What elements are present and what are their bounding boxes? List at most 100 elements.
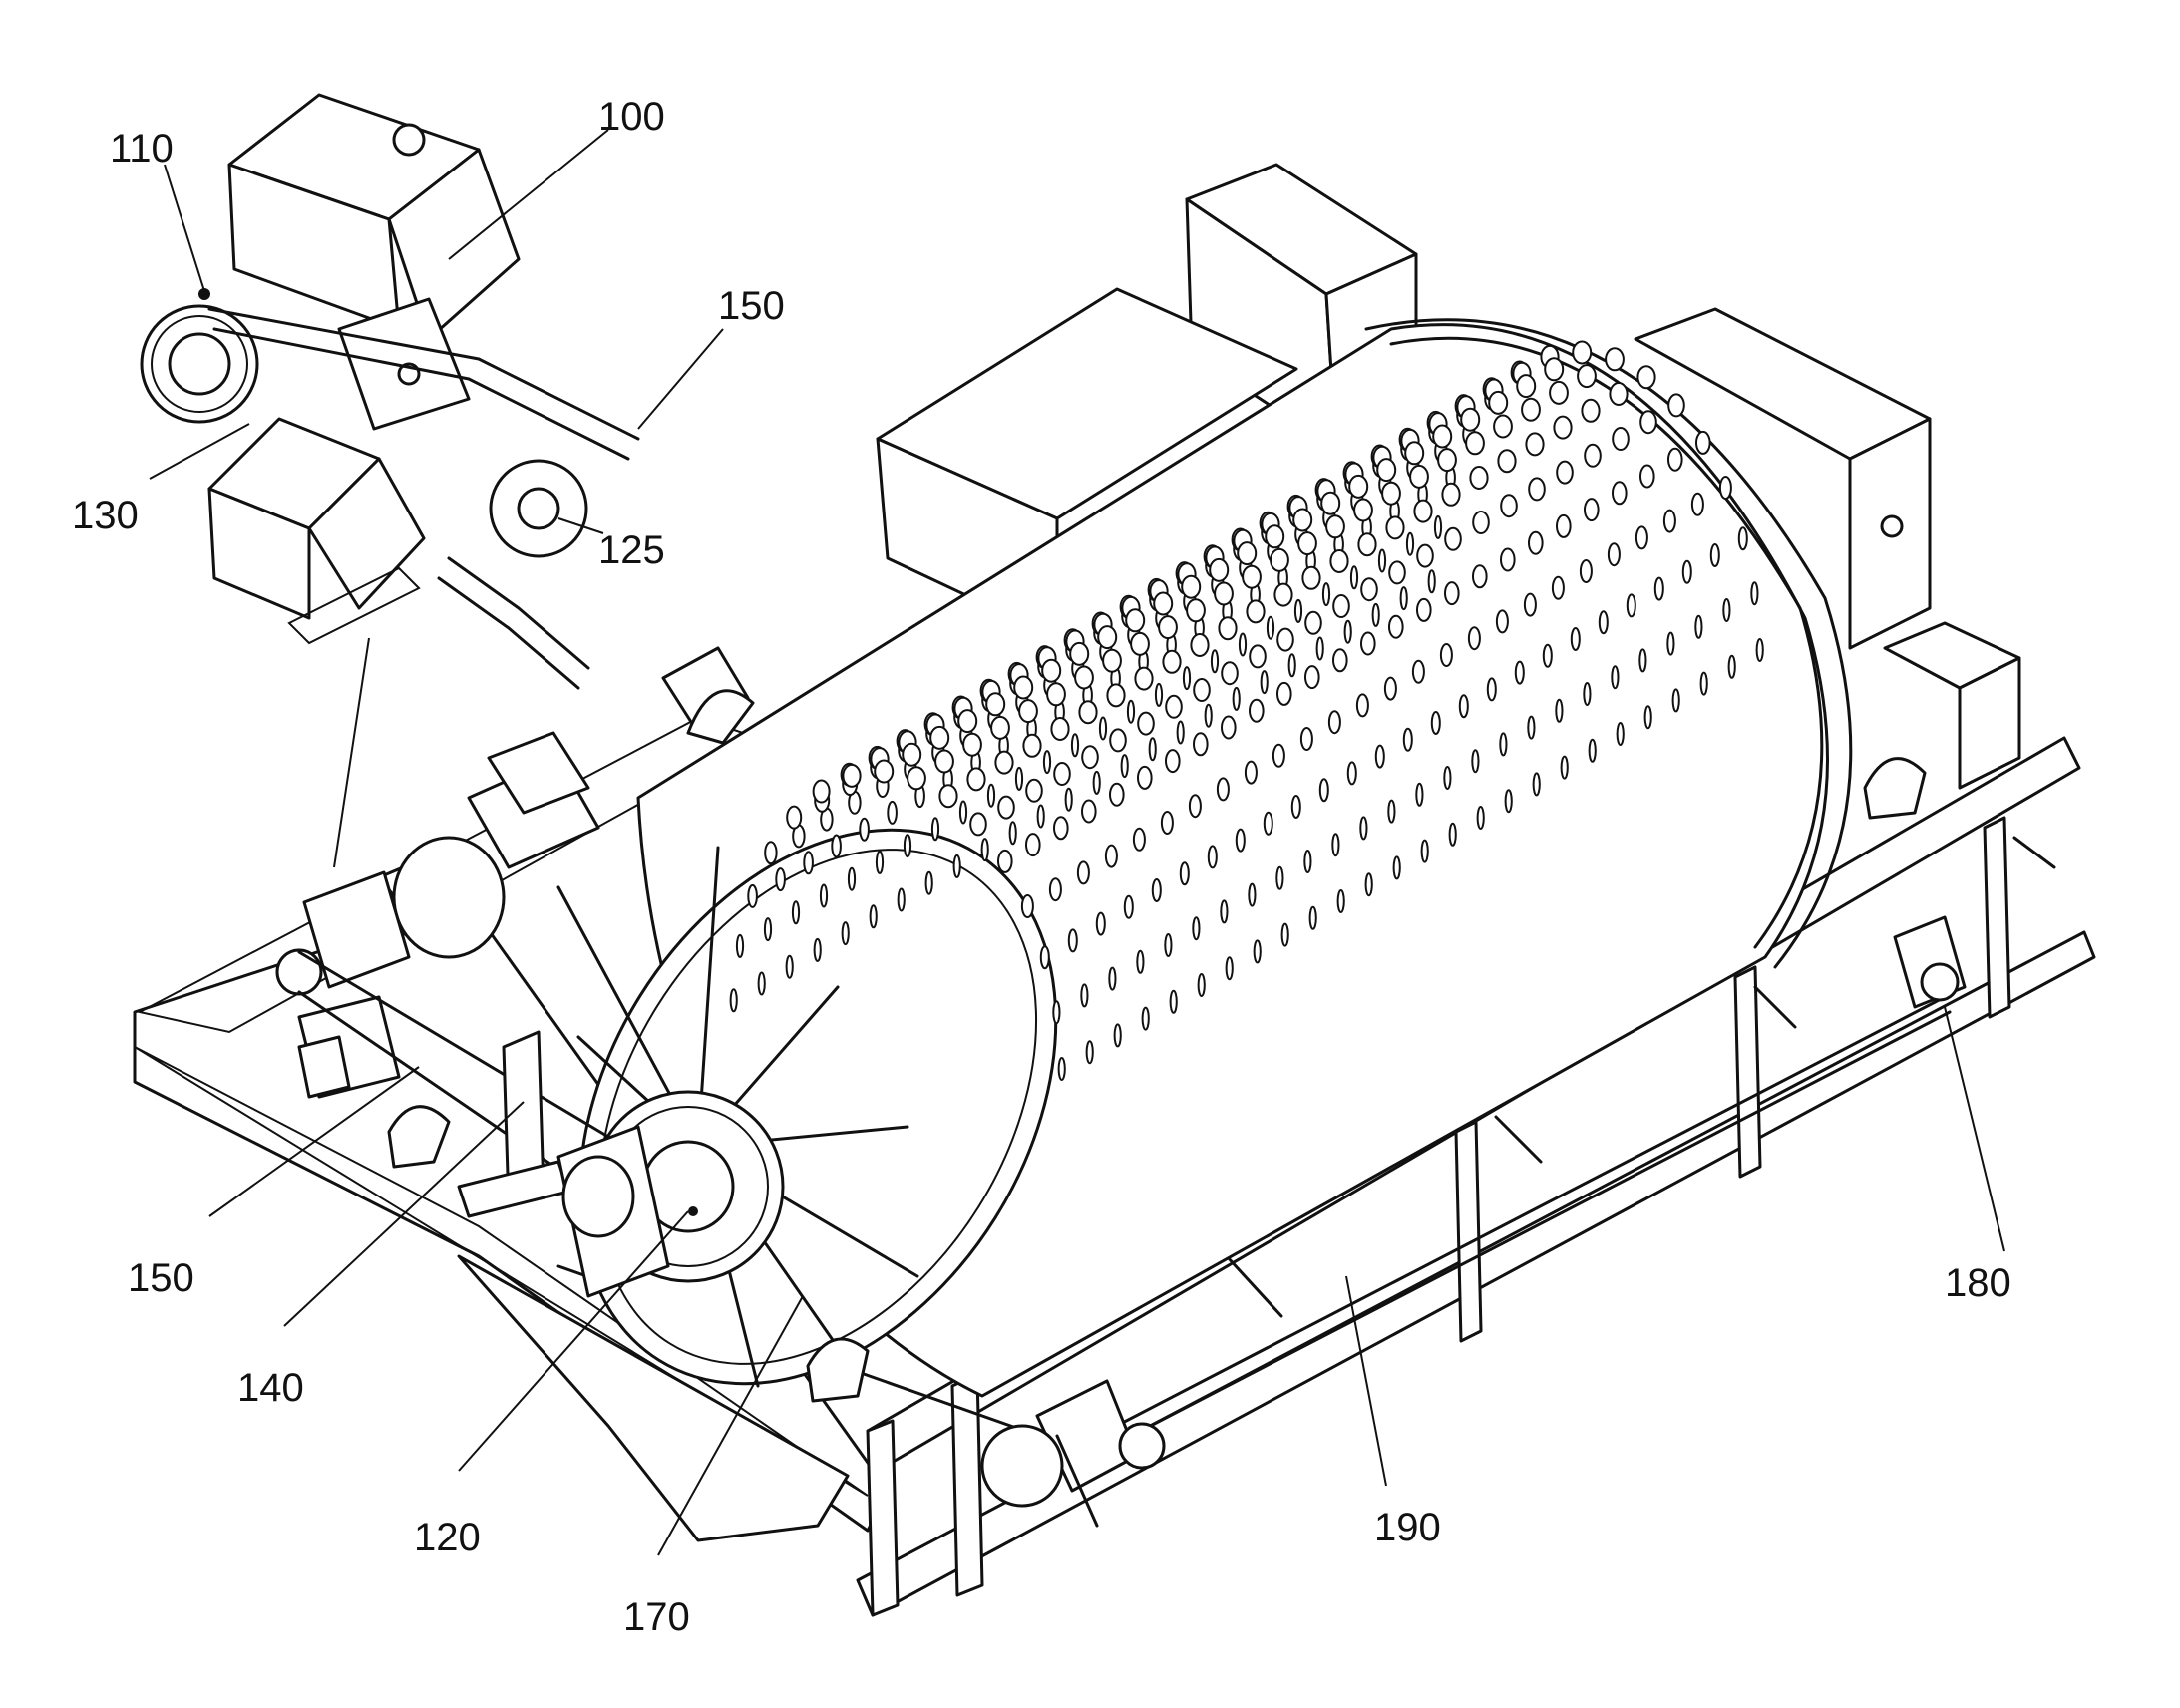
ref-label-110: 110 bbox=[110, 127, 174, 171]
drum-hole bbox=[1499, 732, 1508, 757]
drum-hole bbox=[1695, 430, 1711, 455]
drum-hole bbox=[1346, 761, 1357, 786]
drum-hole bbox=[1148, 737, 1157, 762]
drum-hole bbox=[1516, 374, 1537, 399]
ref-label-190: 190 bbox=[1374, 1506, 1441, 1549]
drum-hole bbox=[1280, 922, 1289, 947]
drum-hole bbox=[1081, 799, 1097, 824]
drum-hole bbox=[1653, 576, 1664, 601]
drum-hole bbox=[1444, 581, 1460, 606]
drum-hole bbox=[1371, 602, 1380, 627]
drum-hole bbox=[1607, 542, 1621, 567]
drum-hole bbox=[1465, 431, 1485, 456]
secondary-drive-assembly bbox=[980, 757, 1967, 1528]
drum-hole bbox=[1321, 582, 1331, 607]
drum-hole bbox=[1181, 574, 1202, 599]
drum-hole bbox=[1220, 899, 1229, 924]
drum-hole bbox=[1074, 665, 1094, 690]
drum-hole bbox=[1718, 476, 1732, 500]
drum-hole bbox=[1218, 616, 1238, 641]
drum-hole bbox=[1549, 380, 1569, 405]
drum-hole bbox=[1528, 477, 1546, 502]
drum-hole bbox=[1385, 515, 1405, 540]
drum-hole bbox=[1635, 525, 1648, 550]
drum-hole bbox=[1486, 677, 1497, 702]
drum-hole bbox=[1349, 565, 1359, 590]
drum-hole bbox=[1048, 877, 1062, 902]
drum-hole bbox=[1249, 644, 1267, 669]
drum-hole bbox=[1570, 627, 1581, 651]
drum-hole bbox=[1416, 543, 1434, 568]
drum-hole bbox=[1304, 665, 1320, 690]
drum-hole bbox=[1430, 711, 1441, 735]
drum-hole bbox=[1039, 945, 1050, 970]
drum-hole bbox=[1136, 949, 1145, 974]
drum-hole bbox=[1046, 682, 1066, 707]
drum-hole bbox=[1667, 447, 1683, 472]
ref-label-130: 130 bbox=[72, 494, 139, 537]
drum-hole bbox=[1336, 889, 1345, 913]
drum-hole bbox=[1560, 755, 1569, 780]
drum-hole bbox=[1164, 933, 1173, 957]
drum-hole bbox=[1493, 414, 1513, 439]
drum-hole bbox=[1556, 513, 1572, 538]
drum-hole bbox=[1472, 564, 1488, 589]
drum-hole bbox=[1126, 699, 1136, 724]
drum-hole bbox=[1221, 661, 1239, 686]
drum-hole bbox=[1020, 894, 1034, 918]
drum-perforations bbox=[729, 340, 1764, 1081]
drum-hole bbox=[1331, 833, 1340, 857]
drum-hole bbox=[1151, 878, 1162, 902]
drum-hole bbox=[938, 784, 958, 809]
drum-hole bbox=[1092, 770, 1101, 795]
drum-hole bbox=[1404, 441, 1425, 466]
drum-hole bbox=[1053, 762, 1071, 786]
drum-hole bbox=[1432, 424, 1453, 449]
drum-hole bbox=[986, 783, 996, 808]
drum-hole bbox=[1460, 407, 1481, 432]
drum-hole bbox=[1612, 427, 1630, 451]
drum-hole bbox=[1327, 710, 1341, 735]
drum-hole bbox=[1137, 711, 1155, 736]
drum-hole bbox=[1355, 693, 1369, 718]
drum-hole bbox=[1064, 787, 1073, 812]
drum-hole bbox=[1411, 659, 1425, 684]
drum-hole bbox=[819, 883, 829, 908]
drum-hole bbox=[1260, 670, 1269, 695]
drum-hole bbox=[1444, 526, 1462, 551]
drum-hole bbox=[1332, 648, 1348, 673]
drum-hole bbox=[924, 870, 933, 895]
drum-hole bbox=[1272, 743, 1285, 768]
drum-hole bbox=[1497, 449, 1517, 474]
drum-hole bbox=[1025, 778, 1043, 803]
drum-hole bbox=[735, 933, 745, 958]
drum-hole bbox=[1755, 638, 1764, 662]
drum-hole bbox=[1238, 632, 1248, 657]
drum-hole bbox=[1709, 543, 1720, 567]
drum-hole bbox=[1275, 865, 1284, 890]
drum-hole bbox=[1360, 631, 1376, 656]
drum-hole bbox=[1415, 782, 1424, 807]
drum-hole bbox=[1025, 833, 1041, 857]
drum-hole bbox=[1276, 627, 1294, 652]
drum-hole bbox=[1405, 531, 1415, 556]
drum-hole bbox=[1737, 526, 1748, 551]
drum-hole bbox=[1387, 799, 1396, 824]
drum-hole bbox=[980, 838, 989, 862]
drum-hole bbox=[1276, 681, 1292, 706]
drum-hole bbox=[1097, 625, 1118, 650]
drum-hole bbox=[930, 817, 940, 842]
drum-hole bbox=[1193, 678, 1211, 702]
drum-hole bbox=[1076, 860, 1090, 885]
drum-hole bbox=[1123, 894, 1134, 919]
drum-hole bbox=[1551, 575, 1565, 600]
drum-hole bbox=[952, 854, 961, 878]
drum-hole bbox=[1527, 715, 1536, 740]
drum-hole bbox=[1067, 928, 1078, 953]
drum-hole bbox=[1584, 498, 1600, 522]
drum-hole bbox=[1514, 660, 1525, 685]
drum-hole bbox=[1214, 581, 1234, 606]
drum-hole bbox=[1036, 804, 1045, 829]
drum-hole bbox=[1360, 577, 1378, 602]
drum-hole bbox=[747, 883, 758, 908]
